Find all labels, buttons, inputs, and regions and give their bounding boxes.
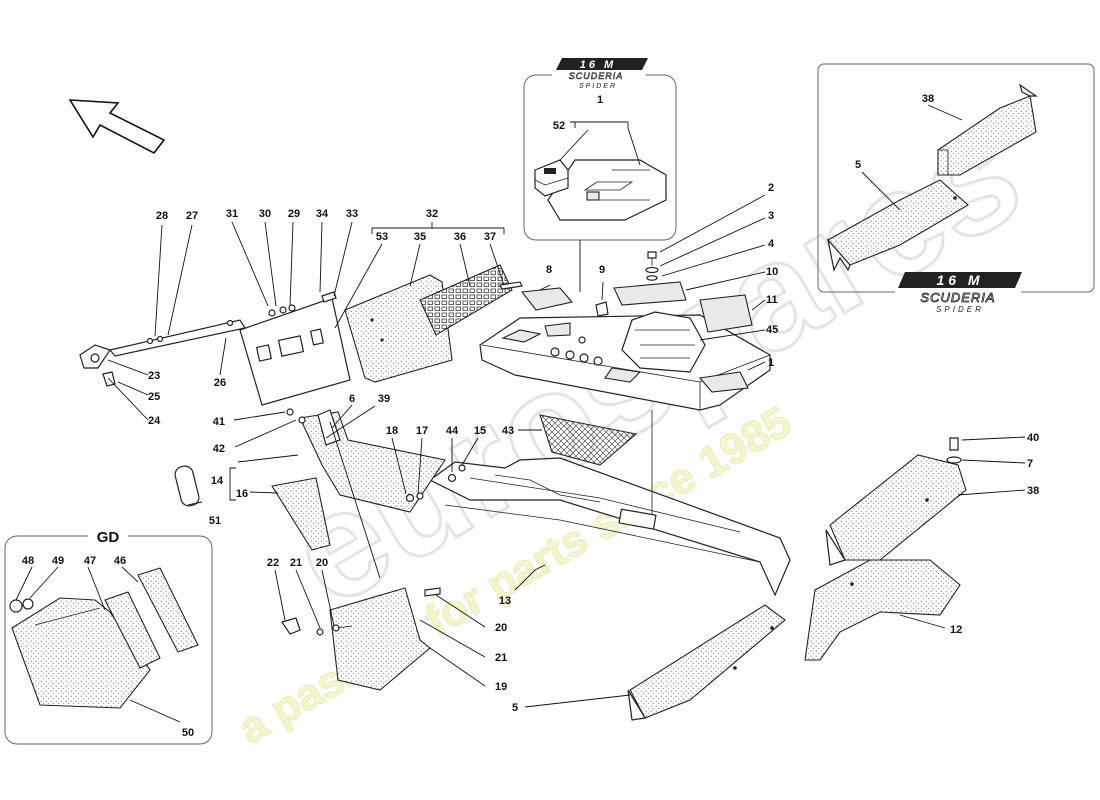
- callout-33: 33: [346, 208, 358, 220]
- callout-42: 42: [213, 443, 225, 455]
- callout-31: 31: [226, 208, 238, 220]
- cover-11: [699, 294, 753, 333]
- center-console-1: [479, 311, 771, 411]
- callout-28: 28: [156, 210, 168, 222]
- callout-53: 53: [376, 231, 388, 243]
- callout-13: 13: [499, 595, 511, 607]
- inset-box-right: 16 M SCUDERIA SPIDER: [817, 63, 1095, 314]
- callout-24: 24: [148, 415, 161, 427]
- callout-49: 49: [52, 555, 64, 567]
- callout-22: 22: [267, 557, 279, 569]
- badge-right-line3: SPIDER: [936, 305, 984, 314]
- badge-right-line1: 16 M: [936, 272, 983, 288]
- callout-17: 17: [416, 425, 428, 437]
- rod-assembly: [79, 319, 246, 387]
- callout-21: 21: [290, 557, 302, 569]
- callout-2: 2: [768, 182, 774, 194]
- callout-45: 45: [766, 324, 778, 336]
- direction-arrow-icon: [68, 99, 166, 155]
- grille-36: [419, 264, 523, 336]
- panel-19: [281, 587, 441, 691]
- callout-40: 40: [1027, 432, 1039, 444]
- bracket-26: [239, 291, 351, 406]
- panel-38: [825, 437, 967, 566]
- panel-12: [804, 559, 961, 661]
- callout-51: 51: [209, 515, 221, 527]
- callout-labels: 28 27 31 30 29 34 33 53 35 36 37 32 23 2…: [22, 93, 1039, 739]
- callout-7: 7: [1027, 458, 1033, 470]
- screw-40: [949, 437, 959, 451]
- callout-50: 50: [182, 727, 194, 739]
- callout-9: 9: [599, 264, 605, 276]
- callout-41: 41: [213, 416, 225, 428]
- callout-1: 1: [768, 357, 774, 369]
- callout-37: 37: [484, 231, 496, 243]
- callout-38: 38: [1027, 485, 1039, 497]
- callout-4: 4: [768, 238, 775, 250]
- callout-21-b: 21: [495, 652, 507, 664]
- panel-5: [627, 604, 786, 721]
- callout-11: 11: [766, 294, 778, 306]
- callout-8: 8: [546, 264, 552, 276]
- callout-29: 29: [288, 208, 300, 220]
- inset-gd-title: GD: [97, 529, 120, 546]
- callout-36: 36: [454, 231, 466, 243]
- sleeve-51: [174, 465, 200, 507]
- callout-3: 3: [768, 210, 774, 222]
- callout-47: 47: [84, 555, 96, 567]
- callout-6: 6: [349, 393, 355, 405]
- badge-line1: 16 M: [580, 59, 616, 71]
- callout-14: 14: [211, 475, 224, 487]
- callout-39: 39: [378, 393, 390, 405]
- callout-43: 43: [502, 425, 514, 437]
- lower-tray-13: [428, 410, 791, 597]
- leader-lines: [15, 104, 1026, 723]
- callout-5: 5: [512, 702, 518, 714]
- switch-52: [534, 159, 569, 197]
- cover-10: [613, 281, 687, 306]
- badge-line2: SCUDERIA: [569, 71, 624, 81]
- net-43: [539, 414, 638, 466]
- callout-32: 32: [426, 208, 438, 220]
- badge-line3: SPIDER: [579, 83, 617, 90]
- callout-15: 15: [474, 425, 486, 437]
- cover-8: [520, 287, 574, 311]
- callout-34: 34: [316, 208, 329, 220]
- callout-12: 12: [950, 624, 962, 636]
- callout-20: 20: [316, 557, 328, 569]
- callout-52: 52: [553, 120, 565, 132]
- callout-1-top: 1: [597, 94, 603, 106]
- badge-16m-top: 16 M SCUDERIA SPIDER: [552, 55, 648, 90]
- callout-23: 23: [148, 370, 160, 382]
- badge-right-line2: SCUDERIA: [920, 290, 995, 305]
- callout-48: 48: [22, 555, 34, 567]
- callout-18: 18: [386, 425, 398, 437]
- callout-30: 30: [259, 208, 271, 220]
- clip-9: [595, 301, 609, 317]
- callout-10: 10: [766, 266, 778, 278]
- screw-2: [645, 251, 659, 281]
- callout-27: 27: [186, 210, 198, 222]
- callout-44: 44: [446, 425, 459, 437]
- badge-16m-right: 16 M SCUDERIA SPIDER: [895, 272, 1022, 314]
- callout-16: 16: [236, 488, 248, 500]
- callout-20-b: 20: [495, 622, 507, 634]
- inset-box-top: 16 M SCUDERIA SPIDER: [523, 55, 677, 241]
- callout-19: 19: [495, 681, 507, 693]
- callout-5-top: 5: [855, 159, 861, 171]
- fasteners-18-17: [286, 408, 466, 503]
- panel-16: [271, 477, 331, 551]
- callout-35: 35: [414, 231, 426, 243]
- inset-box-gd: GD: [4, 526, 213, 745]
- callout-26: 26: [214, 377, 226, 389]
- callout-46: 46: [114, 555, 126, 567]
- callout-38-top: 38: [922, 93, 934, 105]
- callout-25: 25: [148, 391, 160, 403]
